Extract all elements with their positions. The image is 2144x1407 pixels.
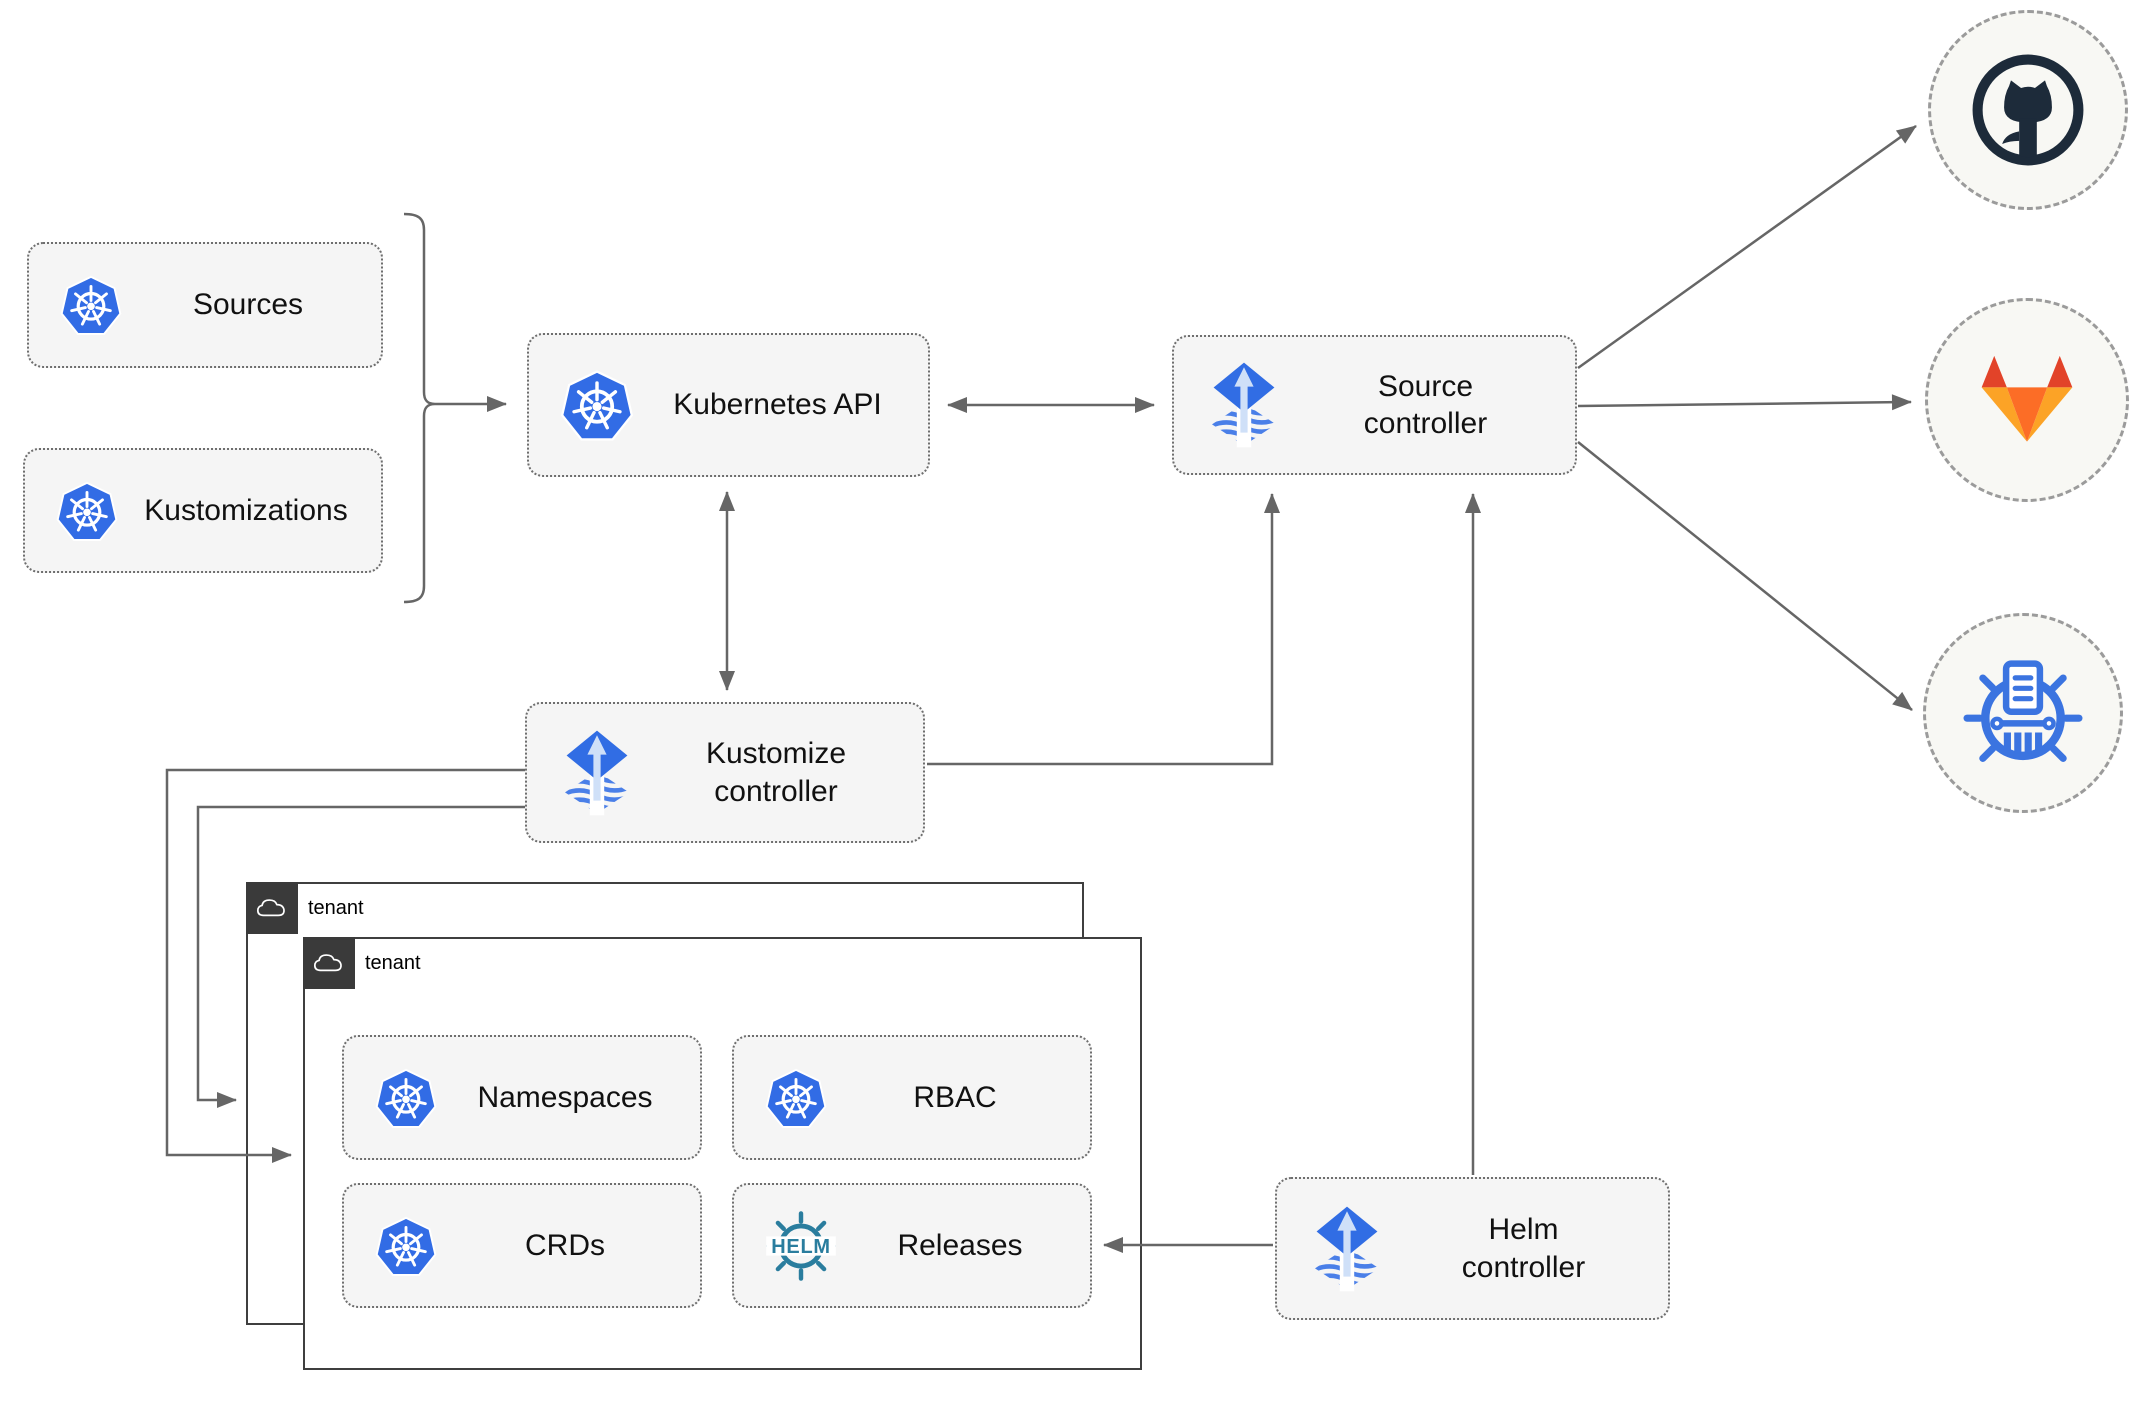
arrow-source-to-gitlab <box>1577 394 1912 411</box>
cloud-icon <box>312 950 346 976</box>
endpoint-chart-repository <box>1923 613 2123 813</box>
node-helm-controller: Helm controller <box>1275 1177 1670 1320</box>
tenant-front-label: tenant <box>365 951 421 974</box>
tenant-front-tab <box>303 937 355 989</box>
node-releases: Releases <box>732 1183 1092 1308</box>
flux-icon <box>557 727 637 819</box>
gitlab-tanuki-icon <box>1964 352 2090 448</box>
kubernetes-icon <box>59 273 123 337</box>
node-rbac-label: RBAC <box>913 1080 997 1114</box>
kubernetes-icon <box>374 1214 438 1278</box>
kubernetes-icon <box>764 1066 828 1130</box>
bracket-sources-group <box>403 212 436 604</box>
github-octocat-icon <box>1965 47 2091 173</box>
node-kustomize-controller-label: Kustomize controller <box>705 737 847 808</box>
node-source-controller-label: Source controller <box>1363 369 1488 441</box>
node-sources-label: Sources <box>192 288 304 322</box>
node-kustomize-controller: Kustomize controller <box>525 702 925 843</box>
node-namespaces: Namespaces <box>342 1035 702 1160</box>
node-kubernetes-api: Kubernetes API <box>527 333 930 477</box>
endpoint-github <box>1928 10 2128 210</box>
node-helm-controller-label: Helm controller <box>1461 1213 1586 1284</box>
arrow-source-to-chart-repository <box>1577 441 1913 711</box>
flux-icon <box>1307 1203 1387 1295</box>
kubernetes-icon <box>55 479 119 543</box>
arrow-source-to-github <box>1577 124 1917 370</box>
cloud-icon <box>255 895 289 921</box>
kubernetes-icon <box>374 1066 438 1130</box>
node-kubernetes-api-label: Kubernetes API <box>673 388 882 422</box>
node-namespaces-label: Namespaces <box>477 1080 653 1114</box>
node-kustomizations-label: Kustomizations <box>144 493 348 527</box>
node-source-controller: Source controller <box>1172 335 1577 475</box>
arrow-kustomize-to-source <box>927 493 1280 766</box>
node-crds: CRDs <box>342 1183 702 1308</box>
node-crds-label: CRDs <box>525 1228 605 1262</box>
node-kustomizations: Kustomizations <box>23 448 383 573</box>
tenant-back-label: tenant <box>308 896 364 919</box>
node-sources: Sources <box>27 242 383 368</box>
flux-icon <box>1204 359 1284 451</box>
endpoint-gitlab <box>1925 298 2129 502</box>
node-rbac: RBAC <box>732 1035 1092 1160</box>
helm-wheel-icon <box>764 1209 838 1283</box>
node-releases-label: Releases <box>897 1228 1023 1262</box>
tenant-back-tab <box>246 882 298 934</box>
kubernetes-icon <box>559 367 635 443</box>
chartmuseum-ship-wheel-icon <box>1958 648 2088 778</box>
